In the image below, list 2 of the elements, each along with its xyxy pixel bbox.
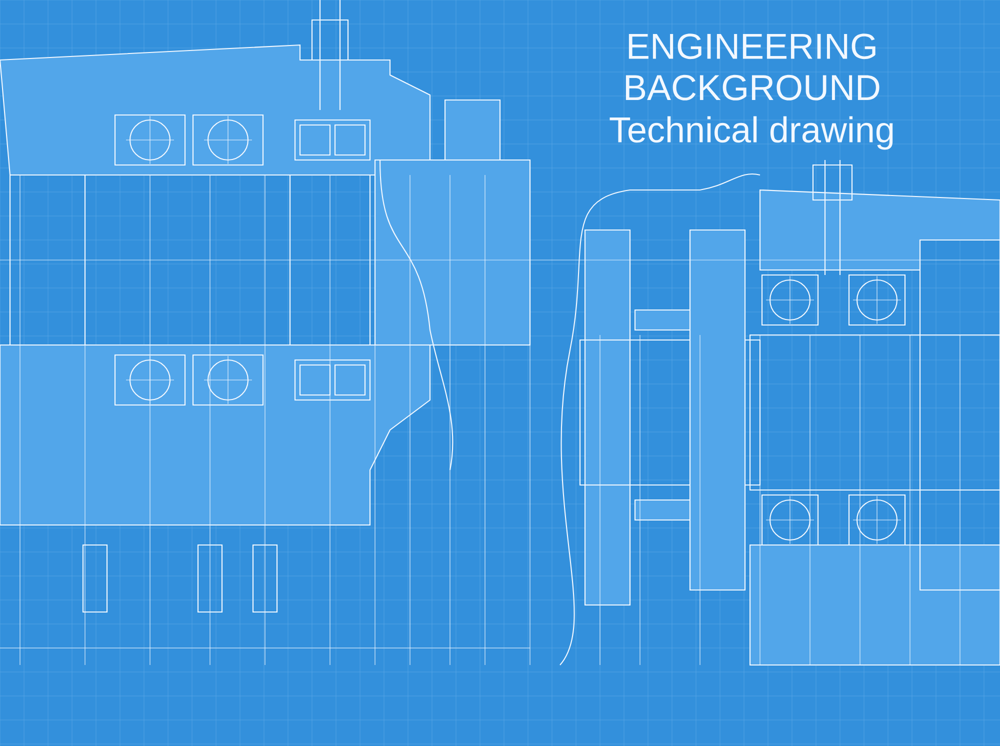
subtitle: Technical drawing — [610, 116, 893, 150]
title: ENGINEERING BACKGROUND — [626, 34, 880, 100]
